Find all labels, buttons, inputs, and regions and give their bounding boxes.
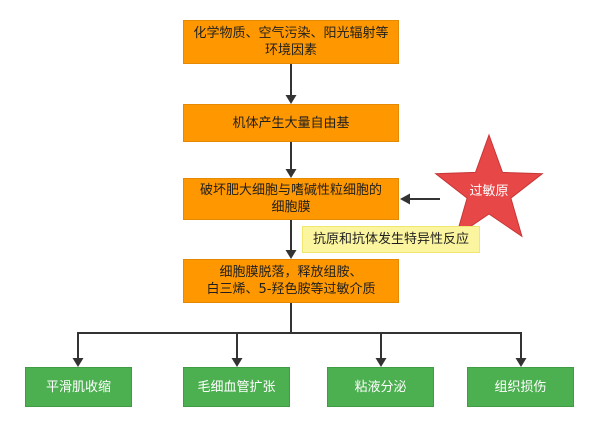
step-1-line-1: 化学物质、空气污染、阳光辐射等 bbox=[193, 26, 389, 41]
outcome-mucus-secretion: 粘液分泌 bbox=[327, 367, 434, 407]
arrow-to-outcome-4 bbox=[515, 333, 527, 367]
step-1-line-2: 环境因素 bbox=[264, 43, 317, 58]
outcome-4-label: 组织损伤 bbox=[494, 379, 547, 395]
step-4-line-1: 细胞膜脱落，释放组胺、 bbox=[219, 265, 363, 280]
outcome-1-label: 平滑肌收缩 bbox=[45, 379, 111, 395]
allergen-star bbox=[434, 133, 544, 238]
arrow-allergen-to-step3 bbox=[400, 193, 440, 205]
step-3-line-2: 细胞膜 bbox=[271, 200, 311, 215]
outcome-tissue-damage: 组织损伤 bbox=[467, 367, 574, 407]
step-3-line-1: 破坏肥大细胞与嗜碱性粒细胞的 bbox=[199, 183, 382, 198]
outcome-3-label: 粘液分泌 bbox=[354, 379, 407, 395]
allergen-label: 过敏原 bbox=[469, 184, 508, 199]
arrow-to-outcome-2 bbox=[231, 333, 243, 367]
step-membrane-damage: 破坏肥大细胞与嗜碱性粒细胞的 细胞膜 bbox=[183, 178, 399, 220]
arrow-step1-to-step2 bbox=[285, 64, 297, 104]
step-2-line-1: 机体产生大量自由基 bbox=[232, 115, 350, 131]
step-mediator-release: 细胞膜脱落，释放组胺、 白三烯、5-羟色胺等过敏介质 bbox=[183, 259, 399, 303]
branch-connector bbox=[77, 303, 522, 334]
arrow-step3-to-step4 bbox=[285, 220, 297, 259]
arrow-to-outcome-1 bbox=[72, 333, 84, 367]
outcome-capillary-dilation: 毛细血管扩张 bbox=[183, 367, 290, 407]
step-4-line-2: 白三烯、5-羟色胺等过敏介质 bbox=[206, 282, 376, 297]
arrow-step2-to-step3 bbox=[285, 142, 297, 178]
outcome-smooth-muscle-contraction: 平滑肌收缩 bbox=[25, 367, 132, 407]
antigen-antibody-note: 抗原和抗体发生特异性反应 bbox=[302, 226, 480, 253]
arrow-to-outcome-3 bbox=[375, 333, 387, 367]
step-environmental-factors: 化学物质、空气污染、阳光辐射等 环境因素 bbox=[183, 20, 399, 64]
outcome-2-label: 毛细血管扩张 bbox=[197, 379, 276, 395]
step-free-radicals: 机体产生大量自由基 bbox=[183, 104, 399, 142]
